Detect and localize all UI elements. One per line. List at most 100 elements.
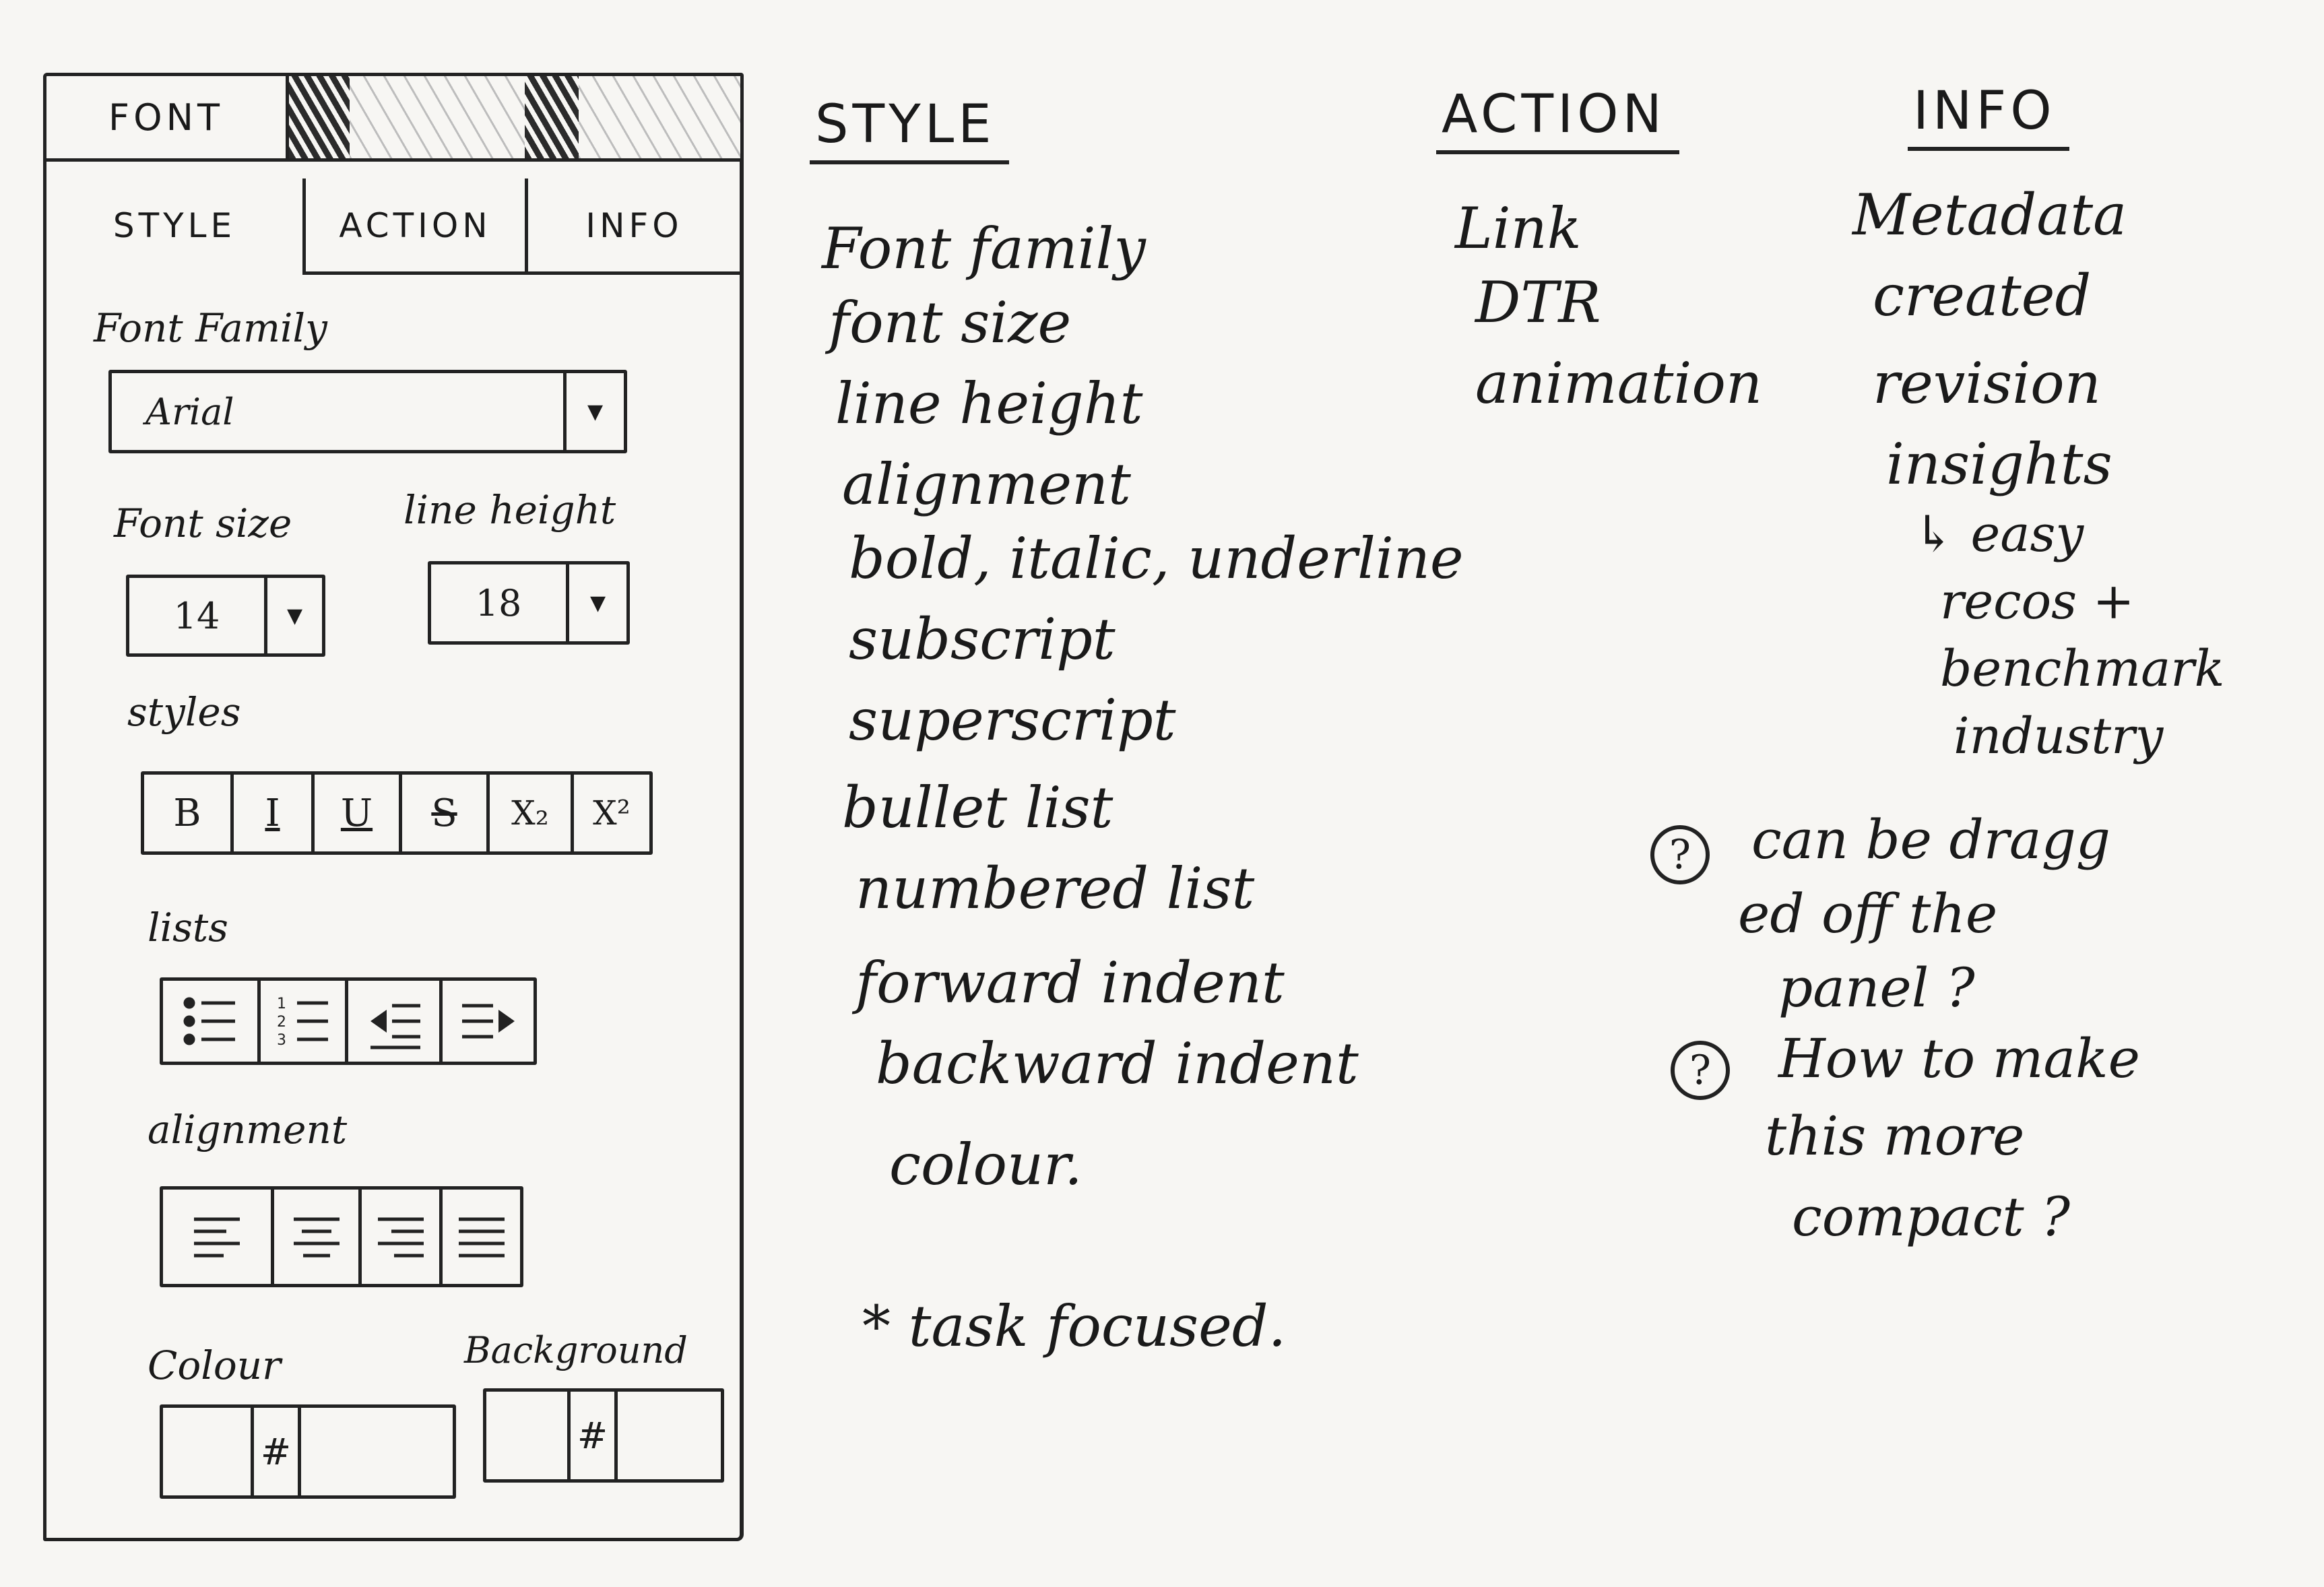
align-right-button[interactable] <box>358 1190 439 1284</box>
font-family-value: Arial <box>146 390 234 433</box>
question-mark-icon: ? <box>1650 825 1710 884</box>
line-height-label: line height <box>404 487 616 533</box>
action-heading: ACTION <box>1436 84 1679 154</box>
font-panel: FONT STYLE ACTION INFO Font Family Arial… <box>43 73 744 1541</box>
style-note-item: numbered list <box>856 855 1255 921</box>
align-center-button[interactable] <box>271 1190 358 1284</box>
info-note-item: benchmark <box>1940 640 2225 698</box>
action-note-item: Link <box>1455 195 1582 261</box>
tab-font[interactable]: FONT <box>46 76 289 158</box>
style-note-item: alignment <box>842 451 1131 517</box>
style-note-item: subscript <box>849 606 1116 672</box>
style-note-item: font size <box>829 290 1072 356</box>
colour-input[interactable]: # <box>160 1404 456 1499</box>
style-note-item: bullet list <box>842 775 1113 841</box>
chevron-down-icon[interactable]: ▼ <box>566 564 626 641</box>
tab-placeholder-dark <box>289 76 350 158</box>
underline-button[interactable]: U <box>311 775 399 851</box>
question-mark-icon: ? <box>1671 1041 1730 1100</box>
alignment-label: alignment <box>148 1107 348 1153</box>
line-height-select[interactable]: 18 ▼ <box>428 561 630 645</box>
style-heading: STYLE <box>810 94 1009 164</box>
info-note-item: industry <box>1954 707 2164 765</box>
outdent-icon <box>370 1004 420 1049</box>
question-line: can be dragg <box>1751 808 2111 871</box>
style-note-item: bold, italic, underline <box>849 525 1464 591</box>
svg-text:2: 2 <box>277 1014 286 1031</box>
info-note-item: recos + <box>1940 573 2135 630</box>
background-hash: # <box>567 1392 614 1479</box>
alignment-button-group <box>160 1186 523 1287</box>
background-swatch[interactable] <box>486 1392 567 1479</box>
align-justify-button[interactable] <box>439 1190 520 1284</box>
line-height-value: 18 <box>475 581 522 624</box>
font-family-label: Font Family <box>94 305 327 351</box>
subtab-underline <box>302 271 740 275</box>
align-left-icon <box>194 1217 240 1258</box>
align-left-button[interactable] <box>163 1190 271 1284</box>
styles-label: styles <box>127 689 241 735</box>
chevron-down-icon[interactable]: ▼ <box>563 373 624 450</box>
numbered-list-icon: 1 23 <box>277 996 328 1049</box>
font-size-value: 14 <box>173 594 220 637</box>
style-note-item: colour. <box>889 1132 1083 1198</box>
info-note-item: created <box>1873 263 2092 329</box>
tab-placeholder-light-2 <box>579 76 740 158</box>
strikethrough-button[interactable]: S <box>399 775 486 851</box>
style-note-item: forward indent <box>856 950 1285 1016</box>
colour-hex-field[interactable] <box>298 1408 453 1495</box>
subtab-style[interactable]: STYLE <box>112 206 236 245</box>
question-line: How to make <box>1778 1027 2140 1090</box>
align-right-icon <box>377 1217 424 1258</box>
font-size-select[interactable]: 14 ▼ <box>126 575 325 657</box>
info-heading-text: INFO <box>1913 81 2056 141</box>
superscript-button[interactable]: X² <box>571 775 649 851</box>
styles-button-group: B I U S X₂ X² <box>141 771 653 855</box>
info-note-item: ↳ easy <box>1913 505 2084 563</box>
background-input[interactable]: # <box>483 1388 724 1483</box>
task-focused-note: * task focused. <box>862 1293 1287 1359</box>
info-heading: INFO <box>1908 81 2069 151</box>
align-center-icon <box>293 1217 340 1258</box>
style-note-item: backward indent <box>876 1031 1359 1097</box>
italic-button[interactable]: I <box>230 775 311 851</box>
action-note-item: DTR <box>1475 269 1601 335</box>
question-line: compact ? <box>1792 1186 2071 1248</box>
svg-text:3: 3 <box>277 1032 286 1049</box>
style-note-item: Font family <box>822 216 1146 282</box>
question-line: ed off the <box>1738 882 1998 945</box>
background-label: Background <box>464 1329 688 1371</box>
font-size-label: Font size <box>114 500 292 546</box>
bold-button[interactable]: B <box>173 791 201 835</box>
style-heading-text: STYLE <box>815 94 996 155</box>
tab-placeholder-dark-2 <box>525 76 579 158</box>
subtab-bar: STYLE ACTION INFO <box>46 179 740 273</box>
style-note-item: line height <box>835 370 1143 436</box>
colour-label: Colour <box>148 1342 281 1388</box>
outdent-button[interactable] <box>345 981 439 1062</box>
panel-tab-bar: FONT <box>46 76 740 162</box>
bullet-list-button[interactable] <box>163 981 257 1062</box>
tab-placeholder-light <box>350 76 525 158</box>
subtab-info[interactable]: INFO <box>525 179 740 273</box>
subtab-action[interactable]: ACTION <box>302 179 525 273</box>
svg-text:1: 1 <box>277 996 286 1012</box>
subscript-button[interactable]: X₂ <box>486 775 571 851</box>
chevron-down-icon[interactable]: ▼ <box>264 578 322 653</box>
action-heading-text: ACTION <box>1442 84 1666 145</box>
lists-label: lists <box>148 905 228 950</box>
style-note-item: superscript <box>849 687 1176 753</box>
colour-hash: # <box>251 1408 298 1495</box>
question-line: this more <box>1765 1105 2025 1167</box>
font-family-select[interactable]: Arial ▼ <box>108 370 627 453</box>
question-line: panel ? <box>1778 957 1975 1019</box>
colour-swatch[interactable] <box>163 1408 251 1495</box>
action-note-item: animation <box>1475 350 1763 416</box>
align-justify-icon <box>458 1217 505 1258</box>
info-note-item: revision <box>1873 350 2101 416</box>
info-note-item: insights <box>1886 431 2112 497</box>
indent-button[interactable] <box>439 981 534 1062</box>
background-hex-field[interactable] <box>614 1392 721 1479</box>
